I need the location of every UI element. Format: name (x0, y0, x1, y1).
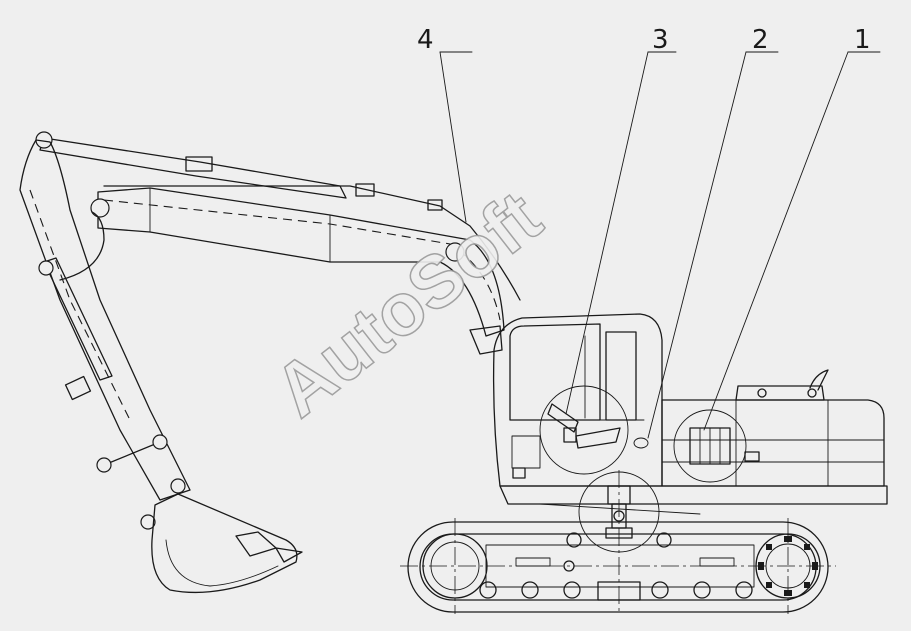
valve-1-detail (689, 427, 731, 465)
link-pin-upper (152, 434, 168, 450)
bucket-shell (151, 493, 298, 594)
callout-leaders (439, 51, 881, 439)
frame-slot-right (699, 557, 735, 567)
bucket-cylinder-gland (64, 375, 92, 401)
arm-hidden-edge (29, 189, 131, 421)
track-rollers (479, 581, 753, 599)
arm-cylinder (39, 137, 347, 199)
link-pin-lower (96, 457, 112, 473)
hood-latch (744, 451, 760, 462)
boom-arm-pin (90, 198, 110, 218)
cab-lower-panel (511, 435, 541, 469)
bucket-cylinder-pin (38, 260, 54, 276)
frame-slot-left (515, 557, 551, 567)
track-assembly (400, 470, 836, 614)
door-handle (633, 437, 649, 449)
detail-circle-swing (578, 471, 660, 553)
upper-structure (469, 313, 888, 515)
valve-3-detail (547, 403, 621, 449)
boom-hose-top (103, 185, 521, 301)
cab-front-window (509, 323, 601, 421)
callout-1-leader (703, 51, 849, 431)
callout-1-label: 1 (854, 25, 871, 55)
bucket (151, 493, 303, 594)
boom-body (97, 187, 505, 337)
link-rod (103, 441, 161, 466)
bucket-tooth-adapter (235, 531, 277, 557)
arm-cylinder-gland (185, 156, 213, 172)
boom-foot-bracket (469, 325, 503, 355)
exhaust-cap (809, 369, 829, 391)
callout-4-label: 4 (417, 25, 434, 55)
detail-circle-3 (539, 385, 629, 475)
bucket-pivot-pin (170, 478, 186, 494)
bucket-inner-line (165, 539, 279, 587)
engine-cover-top (735, 385, 825, 401)
boom-foot-pin (445, 242, 465, 262)
upper-deck (499, 485, 888, 505)
turntable-line (539, 503, 701, 515)
boom-assembly (35, 131, 521, 337)
arm-body (19, 139, 191, 501)
arm-hose-loop (59, 211, 105, 281)
arm-assembly (19, 139, 191, 530)
step-handle (512, 467, 526, 479)
bucket-link-pin (140, 514, 156, 530)
callout-3-leader (565, 51, 649, 415)
carrier-roller-left (566, 532, 582, 548)
callout-4-leader (439, 51, 467, 223)
engine-hood (661, 399, 885, 487)
callout-3-label: 3 (652, 25, 669, 55)
detail-circle-1 (673, 409, 747, 483)
lift-eye-left (757, 388, 767, 398)
hose-clamp-1 (355, 183, 375, 197)
carrier-roller-right (656, 532, 672, 548)
watermark-text: AutoSoft (259, 175, 556, 433)
bucket-tooth-tip (275, 547, 303, 563)
bucket-cylinder (43, 257, 113, 381)
track-outer (407, 521, 829, 613)
operator-cab (492, 313, 663, 487)
callout-2-leader (647, 51, 747, 439)
hose-clamp-2 (427, 199, 443, 211)
lift-eye-right (807, 388, 817, 398)
callout-2-label: 2 (752, 25, 769, 55)
swing-joint-detail (605, 485, 633, 539)
